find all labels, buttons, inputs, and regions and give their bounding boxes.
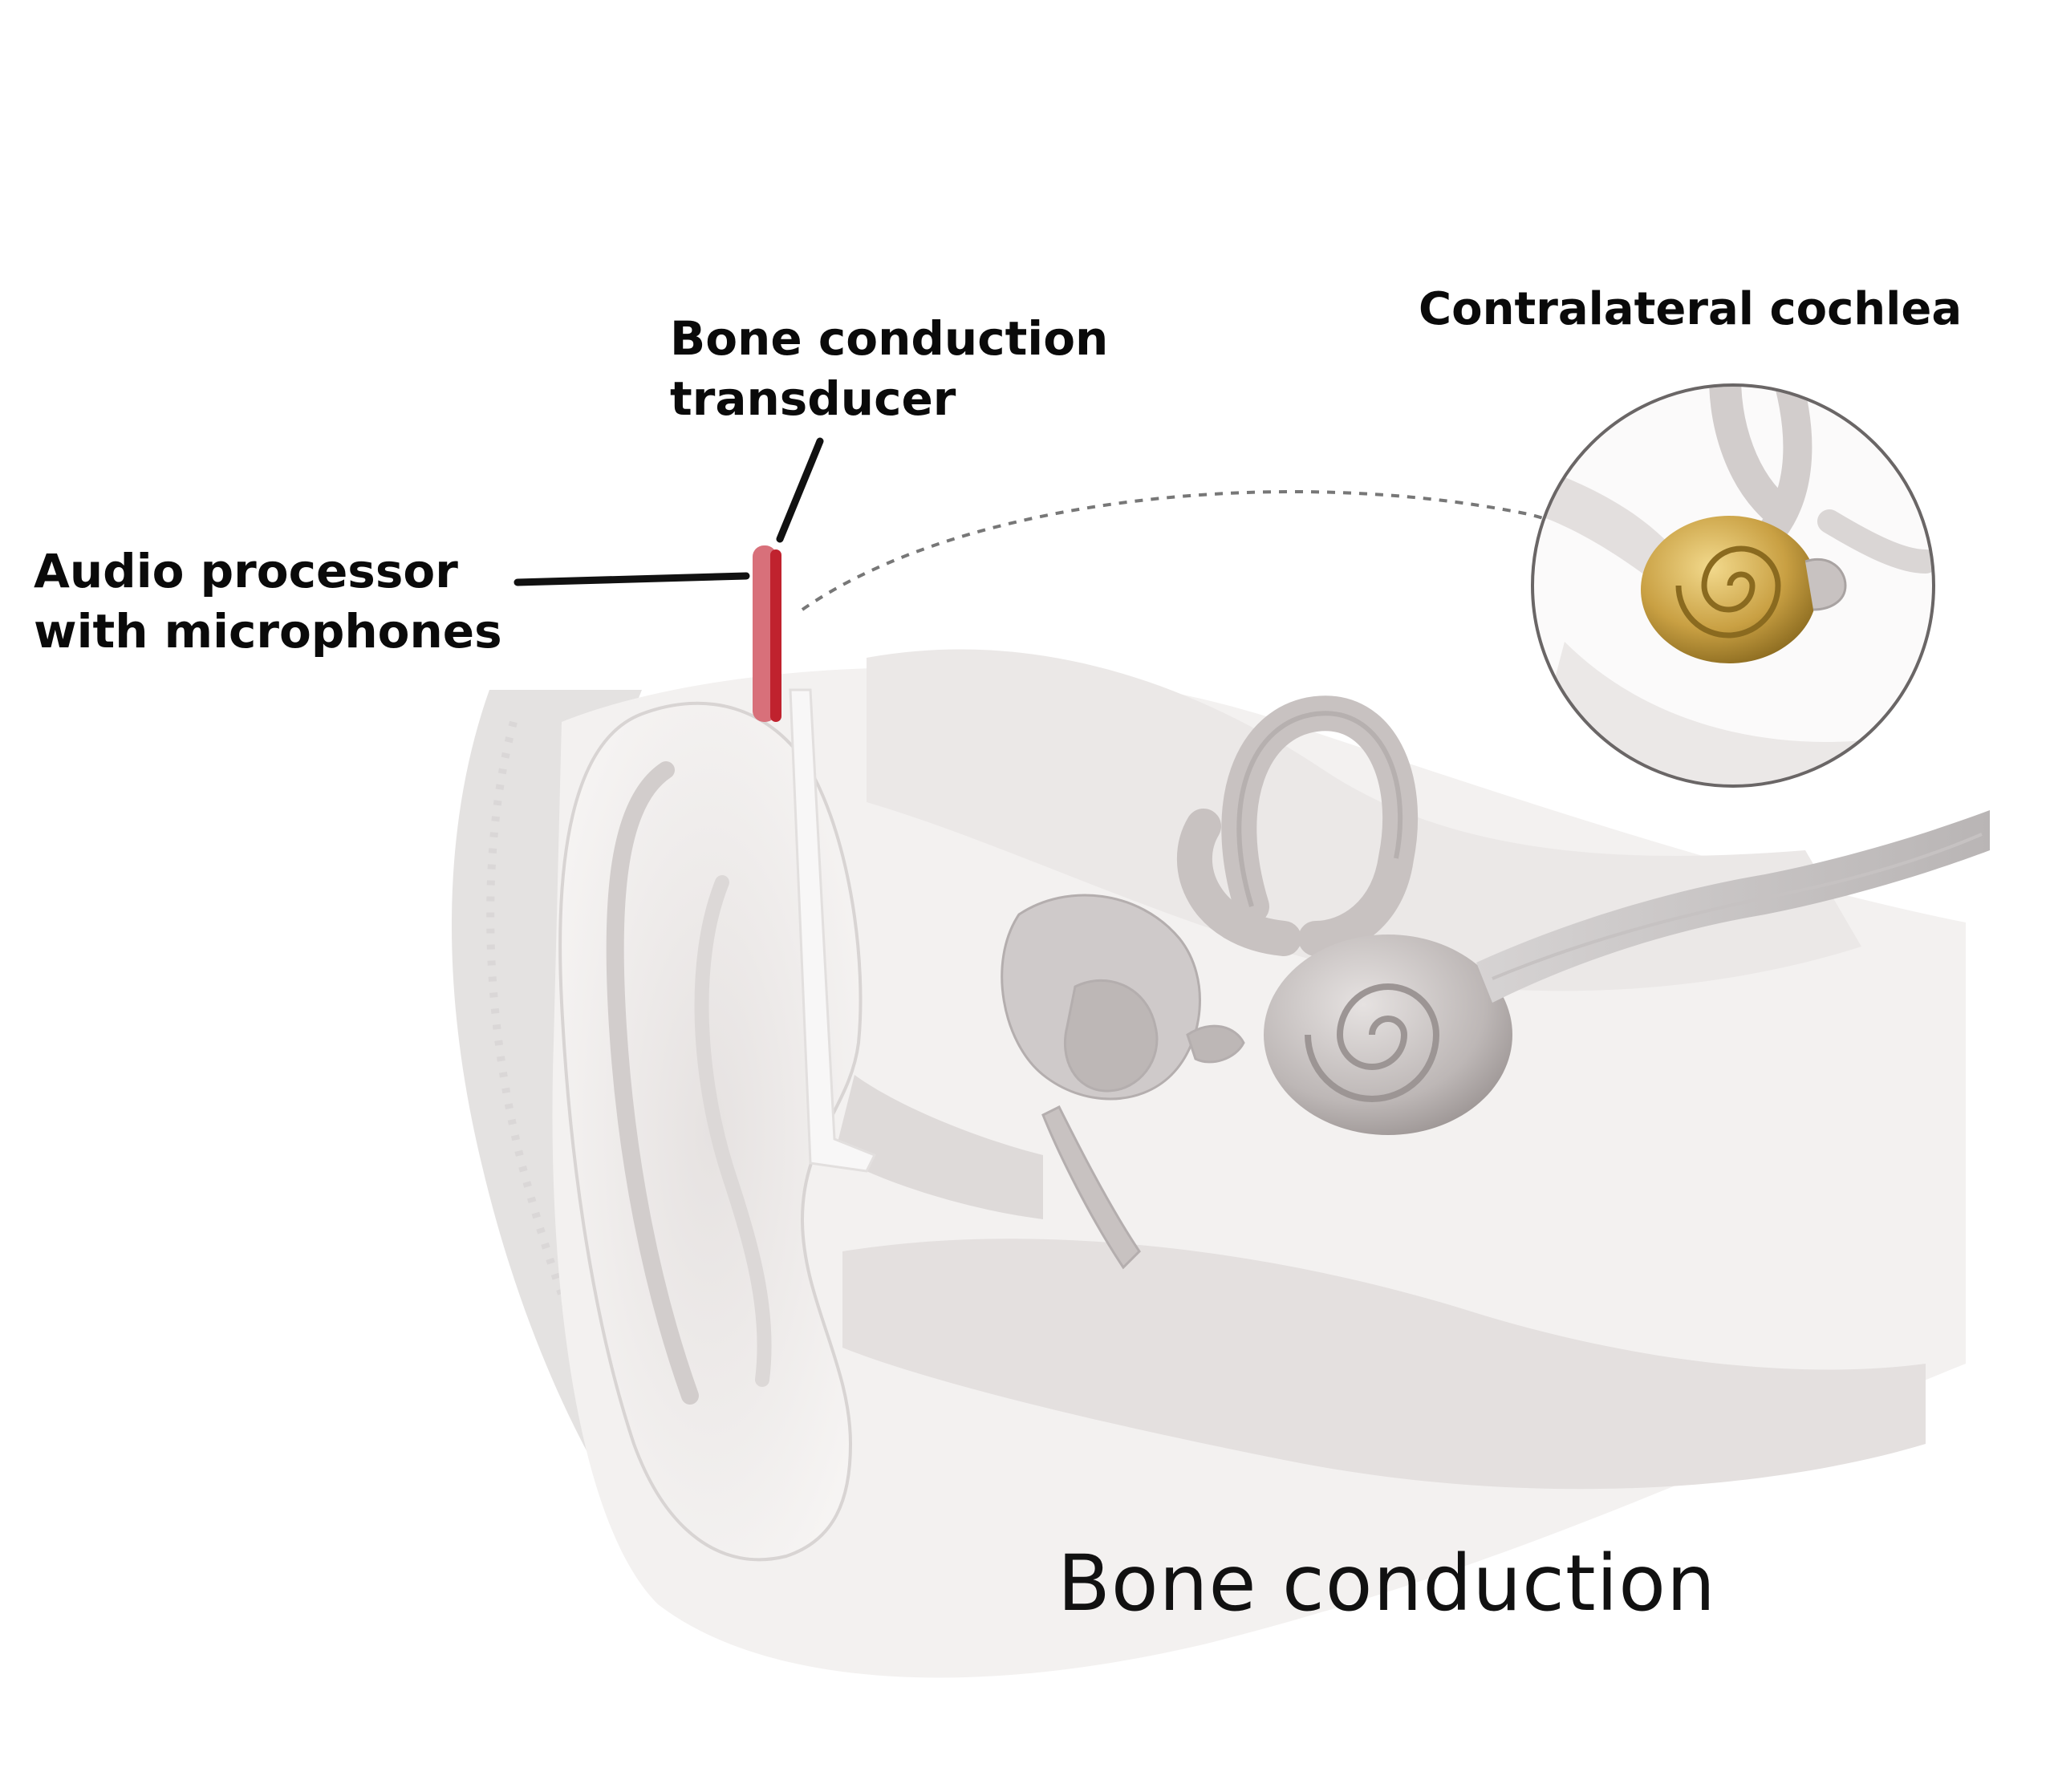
figure-caption: Bone conduction xyxy=(1057,1539,1716,1628)
sound-path-arrow xyxy=(801,490,1630,611)
contralateral-cochlea-magnifier xyxy=(1531,383,1935,788)
transducer-leader-line xyxy=(776,437,824,543)
transducer-red xyxy=(770,549,781,722)
processor-leader-line xyxy=(514,572,750,586)
label-audio-processor: Audio processor with microphones xyxy=(34,541,502,663)
label-line: Audio processor xyxy=(34,544,458,598)
middle-ear xyxy=(1001,894,1245,1270)
label-contralateral-cochlea: Contralateral cochlea xyxy=(1419,283,1963,335)
cochlea xyxy=(1264,935,1512,1135)
outer-ear xyxy=(558,701,1043,1562)
bone-conduction-device xyxy=(753,545,877,1173)
label-line: Bone conduction xyxy=(670,311,1109,366)
semicircular-canals-shade xyxy=(1236,711,1403,907)
label-bone-conduction-transducer: Bone conduction transducer xyxy=(670,309,1108,430)
auditory-nerve xyxy=(1476,810,1990,1003)
label-line: transducer xyxy=(670,371,956,427)
label-line: with microphones xyxy=(34,604,502,659)
